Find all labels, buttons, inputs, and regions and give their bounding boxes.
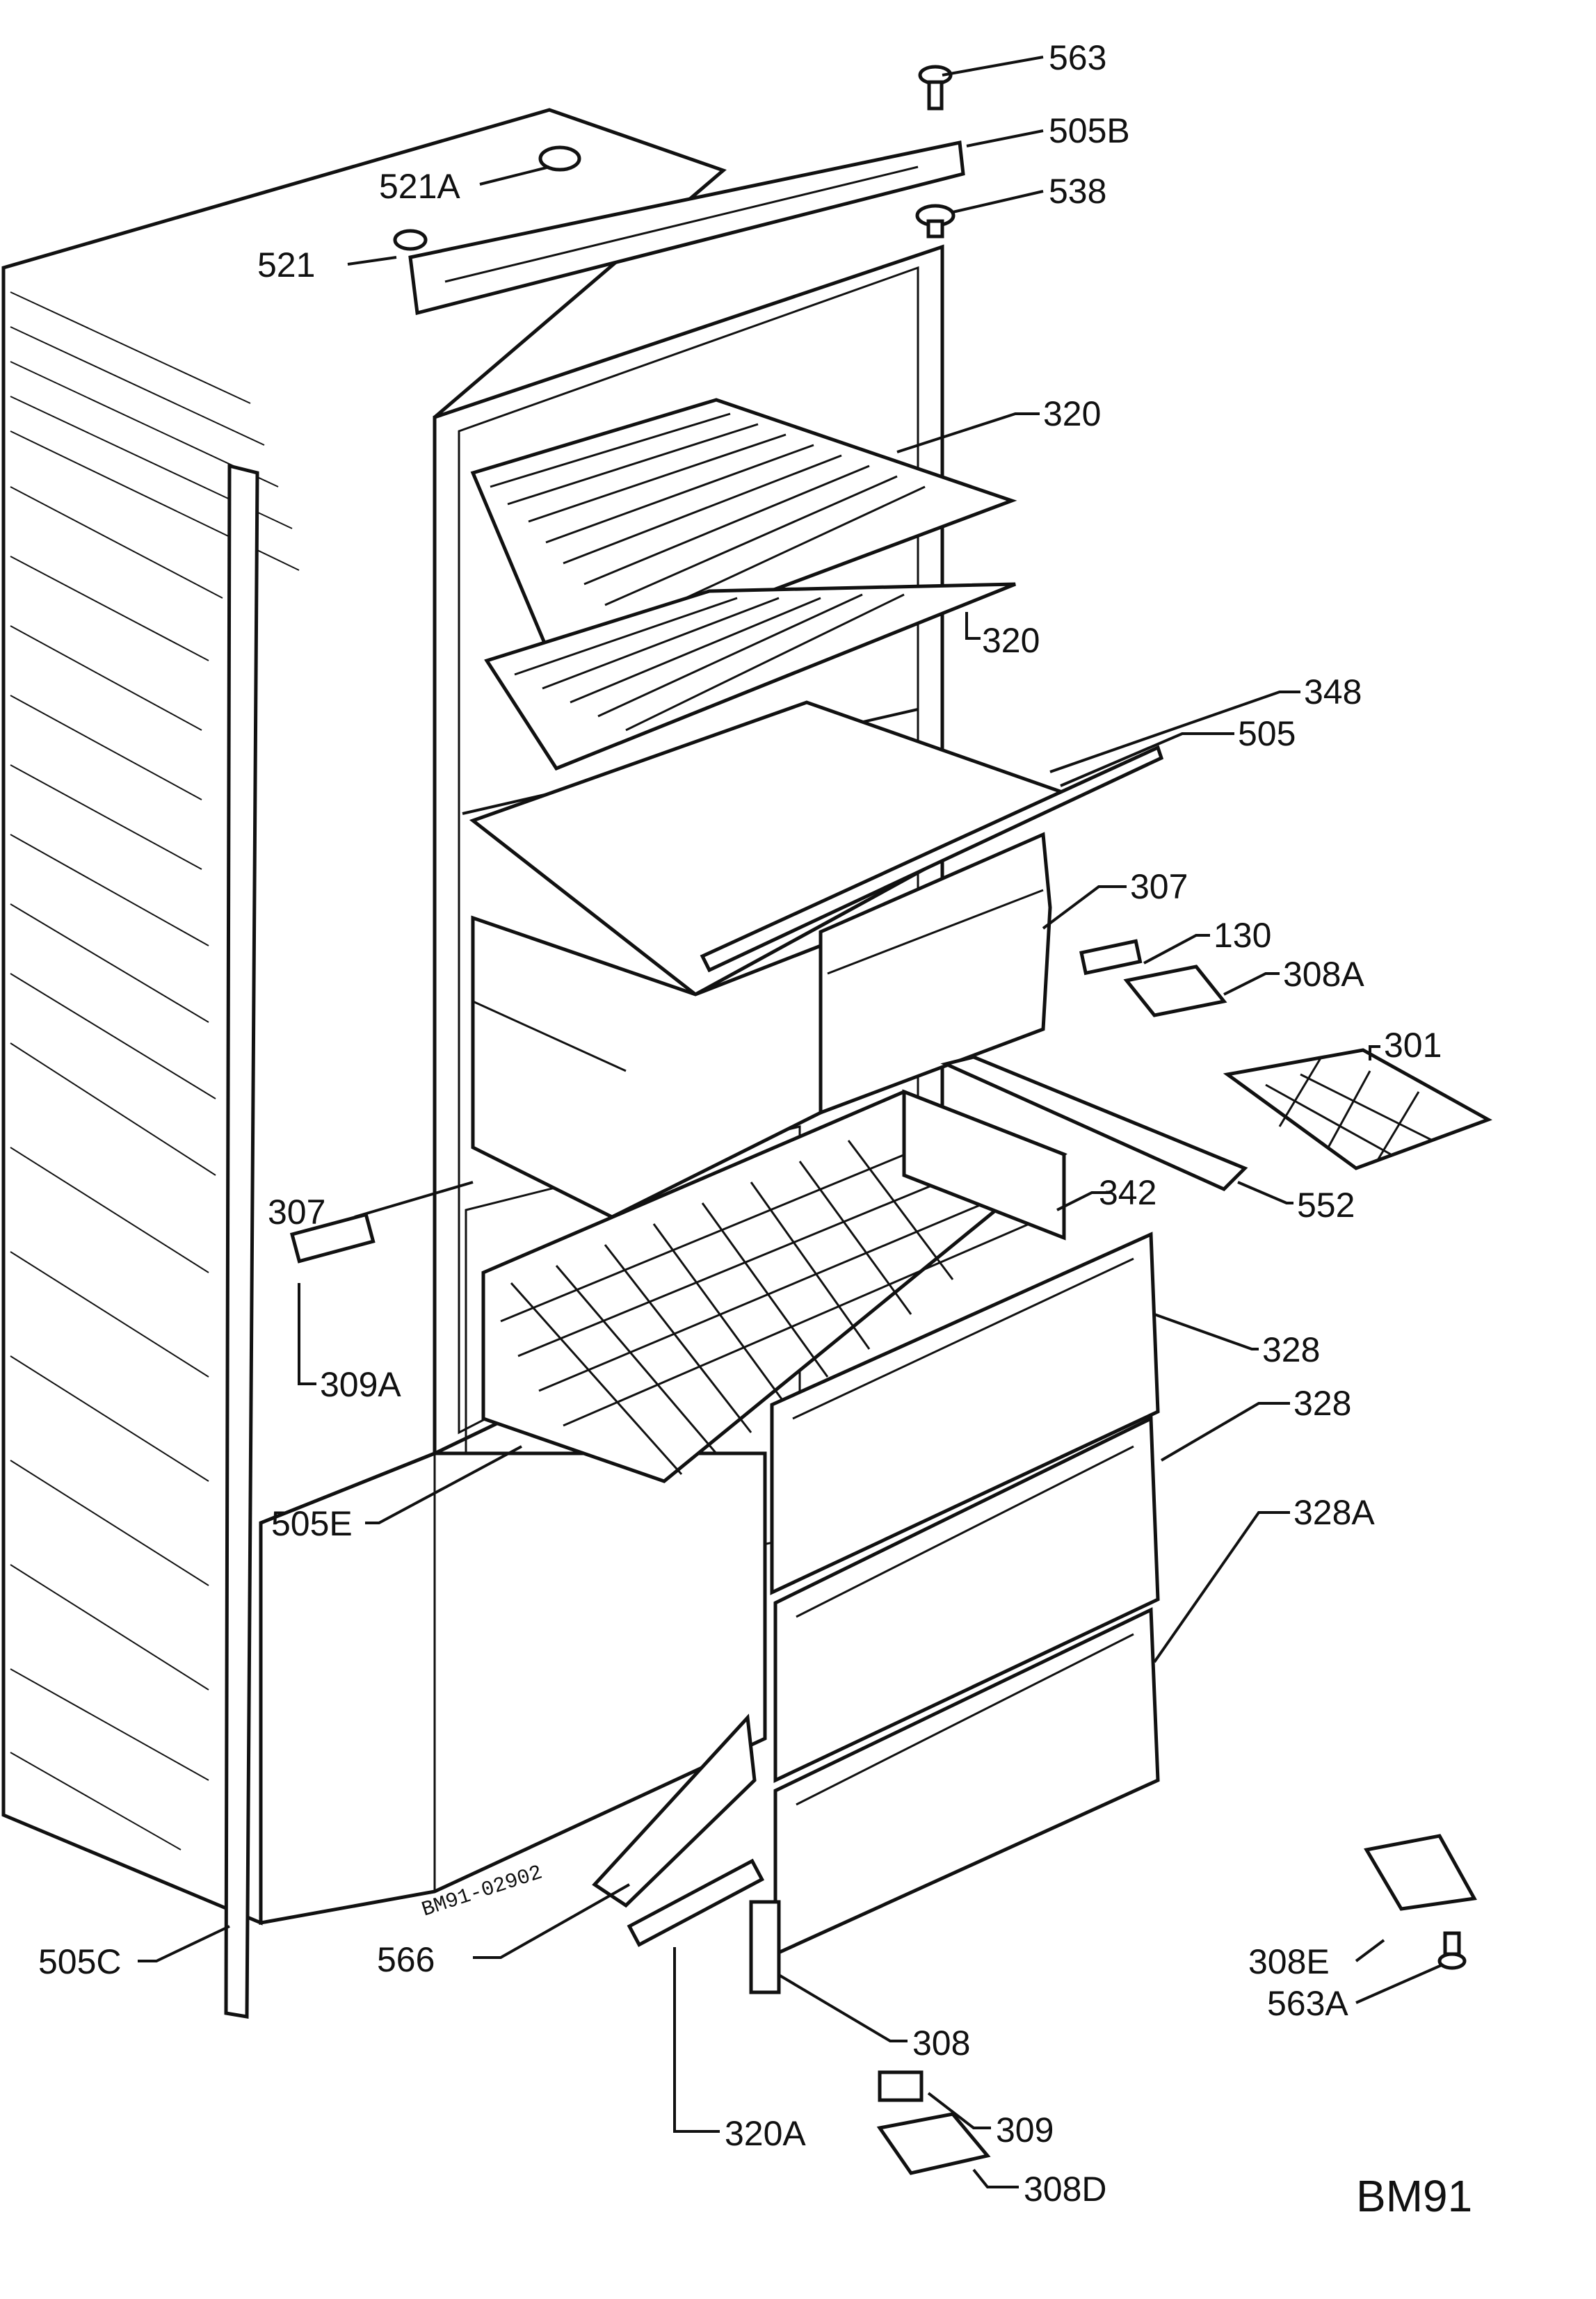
label-328a: 328A [1293, 1493, 1375, 1532]
top-parts [393, 65, 965, 316]
label-308e: 308E [1248, 1942, 1330, 1981]
door-seal-505c [224, 463, 259, 2019]
runner-552 [940, 1055, 1248, 1191]
flap-door-328-middle [773, 1416, 1160, 1783]
label-309: 309 [996, 2111, 1054, 2149]
pad-309 [878, 2070, 924, 2102]
leader-lines [138, 56, 1444, 2188]
wire-basket [481, 1089, 1067, 1483]
hinge-308 [749, 1900, 781, 1994]
hinge-308a [1123, 965, 1227, 1017]
label-320a: 320A [725, 2114, 806, 2153]
hinge-pin-538 [915, 204, 956, 239]
screw-563 [918, 65, 953, 111]
diagram-code: BM91 [1356, 2171, 1472, 2221]
rail-320a [627, 1858, 765, 1947]
label-308a: 308A [1283, 955, 1364, 994]
label-130: 130 [1214, 916, 1271, 955]
clip-309a [289, 1212, 376, 1264]
small-parts [289, 939, 1492, 2175]
label-328-middle: 328 [1293, 1384, 1351, 1423]
screw-563a [1437, 1931, 1467, 1970]
handle-566 [592, 1713, 757, 1908]
label-505c: 505C [38, 1942, 122, 1981]
label-566: 566 [377, 1940, 435, 1979]
flap-door-328-upper [770, 1232, 1160, 1595]
label-309a: 309A [320, 1365, 401, 1404]
label-307-left: 307 [268, 1193, 325, 1232]
label-308: 308 [912, 2024, 970, 2063]
label-328-upper: 328 [1262, 1330, 1320, 1369]
label-320-upper: 320 [1043, 394, 1101, 433]
label-552: 552 [1297, 1186, 1355, 1225]
part-labels: 563 505B 521A 538 521 320 320 348 505 30… [38, 38, 1442, 2209]
label-505: 505 [1238, 714, 1296, 753]
bracket-308e [1364, 1834, 1477, 1911]
glass-cover [469, 700, 1164, 997]
label-342: 342 [1099, 1173, 1156, 1212]
bracket-308d [876, 2112, 991, 2175]
label-563: 563 [1049, 38, 1106, 77]
label-320-lower: 320 [982, 621, 1040, 660]
label-521: 521 [257, 245, 315, 284]
label-348: 348 [1304, 672, 1362, 711]
label-563a: 563A [1267, 1984, 1348, 2023]
shelf-lower [484, 582, 1016, 771]
cover-strip-348 [700, 745, 1164, 973]
cap-521 [393, 229, 428, 251]
side-panel-hatching [10, 291, 300, 1850]
label-308d: 308D [1024, 2170, 1107, 2209]
label-301: 301 [1384, 1026, 1442, 1065]
label-505b: 505B [1049, 111, 1130, 150]
ice-tray-301 [1223, 1048, 1492, 1170]
shelf-upper [470, 398, 1017, 674]
flap-door-328a-lower [773, 1607, 1160, 1957]
label-505e: 505E [271, 1504, 353, 1543]
top-hinge-cover [408, 140, 965, 316]
bracket-130 [1079, 939, 1143, 976]
label-538: 538 [1049, 172, 1106, 211]
label-521a: 521A [379, 167, 460, 206]
cap-521a [538, 145, 581, 172]
label-307-right: 307 [1130, 867, 1188, 906]
crisper-drawers [471, 832, 1052, 1219]
